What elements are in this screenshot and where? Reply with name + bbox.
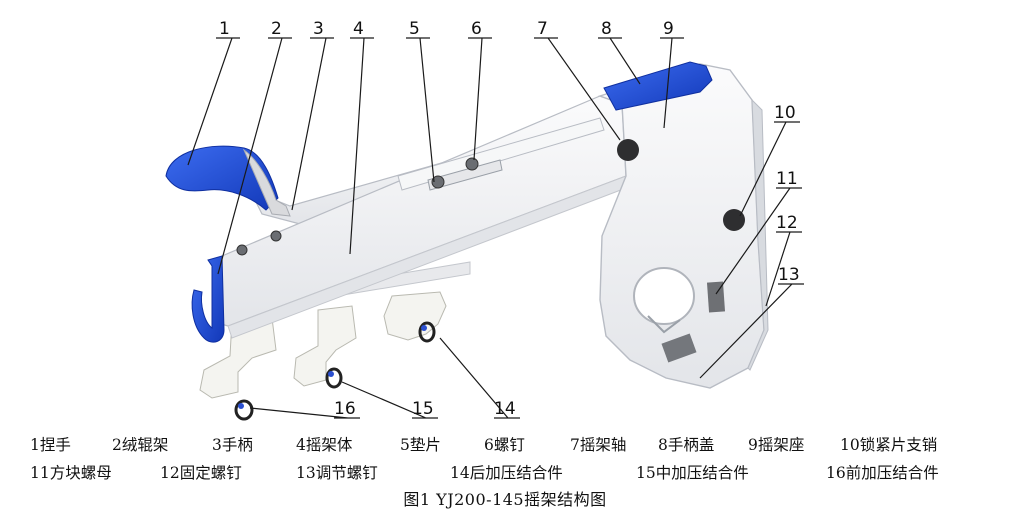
callout-15: 15 <box>412 399 434 419</box>
middle-pressing-assembly <box>293 305 357 389</box>
callout-4: 4 <box>353 19 364 39</box>
callout-5: 5 <box>409 19 420 39</box>
callout-13: 13 <box>778 265 800 285</box>
body-screw-right <box>270 230 282 242</box>
figure-caption: 图1 YJ200-145摇架结构图 <box>403 490 607 509</box>
grip-neck <box>242 148 291 217</box>
rear-pressing-assembly <box>383 291 447 343</box>
callout-1: 1 <box>219 19 230 39</box>
legend-item: 6螺钉 <box>484 436 525 454</box>
legend-item: 10锁紧片支销 <box>840 436 938 454</box>
legend-item: 14后加压结合件 <box>450 464 563 482</box>
legend-item: 9摇架座 <box>748 436 805 454</box>
legend-item: 13调节螺钉 <box>296 464 378 482</box>
callout-8: 8 <box>601 19 612 39</box>
callout-11: 11 <box>776 169 798 189</box>
legend-item: 7摇架轴 <box>570 436 627 454</box>
cot-roller-frame <box>191 255 225 343</box>
callout-3: 3 <box>313 19 324 39</box>
callout-14: 14 <box>494 399 516 419</box>
legend-item: 12固定螺钉 <box>160 464 242 482</box>
cradle-shaft <box>617 139 639 161</box>
callout-10: 10 <box>774 103 796 123</box>
washer <box>431 175 445 189</box>
front-pressing-assembly <box>199 317 277 421</box>
legend-item: 3手柄 <box>212 436 253 454</box>
callout-numbers: 1 2 3 4 5 6 7 8 9 10 11 12 13 14 15 16 <box>219 19 800 419</box>
callout-6: 6 <box>471 19 482 39</box>
callout-2: 2 <box>271 19 282 39</box>
callout-7: 7 <box>537 19 548 39</box>
callout-9: 9 <box>663 19 674 39</box>
callout-12: 12 <box>776 213 798 233</box>
cradle-seat-edge <box>747 98 769 371</box>
locking-pin <box>723 209 745 231</box>
cradle-illustration: 1 2 3 4 5 6 7 8 9 10 11 12 13 14 15 16 <box>165 19 804 421</box>
leader-lines <box>187 37 804 419</box>
legend-item: 5垫片 <box>400 436 441 454</box>
callout-16: 16 <box>334 399 356 419</box>
center-bore <box>633 267 695 325</box>
legend-item: 11方块螺母 <box>30 464 112 482</box>
body-screw-left <box>236 244 248 256</box>
legend-item: 16前加压结合件 <box>826 464 939 482</box>
handle-cap <box>603 61 713 111</box>
bore-clip <box>647 315 681 334</box>
legend-item: 4摇架体 <box>296 436 353 454</box>
top-rail <box>397 117 605 191</box>
square-nut <box>706 281 726 313</box>
legend-item: 2绒辊架 <box>112 436 169 454</box>
legend-item: 8手柄盖 <box>658 436 715 454</box>
legend-item: 15中加压结合件 <box>636 464 749 482</box>
legend-item: 1捏手 <box>30 436 71 454</box>
screw <box>465 157 479 171</box>
adjust-plate <box>661 333 697 363</box>
